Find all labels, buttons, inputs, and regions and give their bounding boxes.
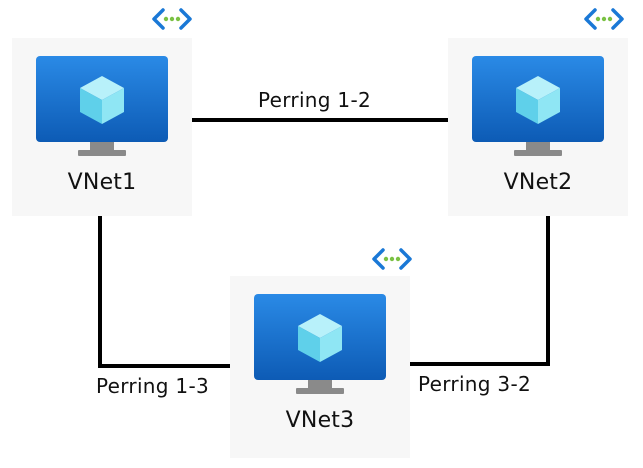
vnet1-node: VNet1 [12, 56, 192, 195]
edge-line-1-3 [98, 216, 230, 368]
peering-icon [584, 8, 624, 30]
peering-icon [372, 248, 412, 270]
vnet2-label: VNet2 [503, 170, 573, 195]
virtual-machine-icon [472, 56, 604, 156]
virtual-machine-icon [254, 294, 386, 394]
virtual-machine-icon [36, 56, 168, 156]
edge-label-1-2: Perring 1-2 [258, 88, 371, 112]
edge-label-1-3: Perring 1-3 [96, 374, 209, 398]
vnet1-label: VNet1 [67, 170, 137, 195]
edge-label-3-2: Perring 3-2 [418, 372, 531, 396]
edge-line-3-2 [410, 216, 550, 366]
vnet3-node: VNet3 [230, 294, 410, 433]
peering-icon [152, 8, 192, 30]
vnet2-node: VNet2 [448, 56, 628, 195]
vnet3-label: VNet3 [285, 408, 355, 433]
